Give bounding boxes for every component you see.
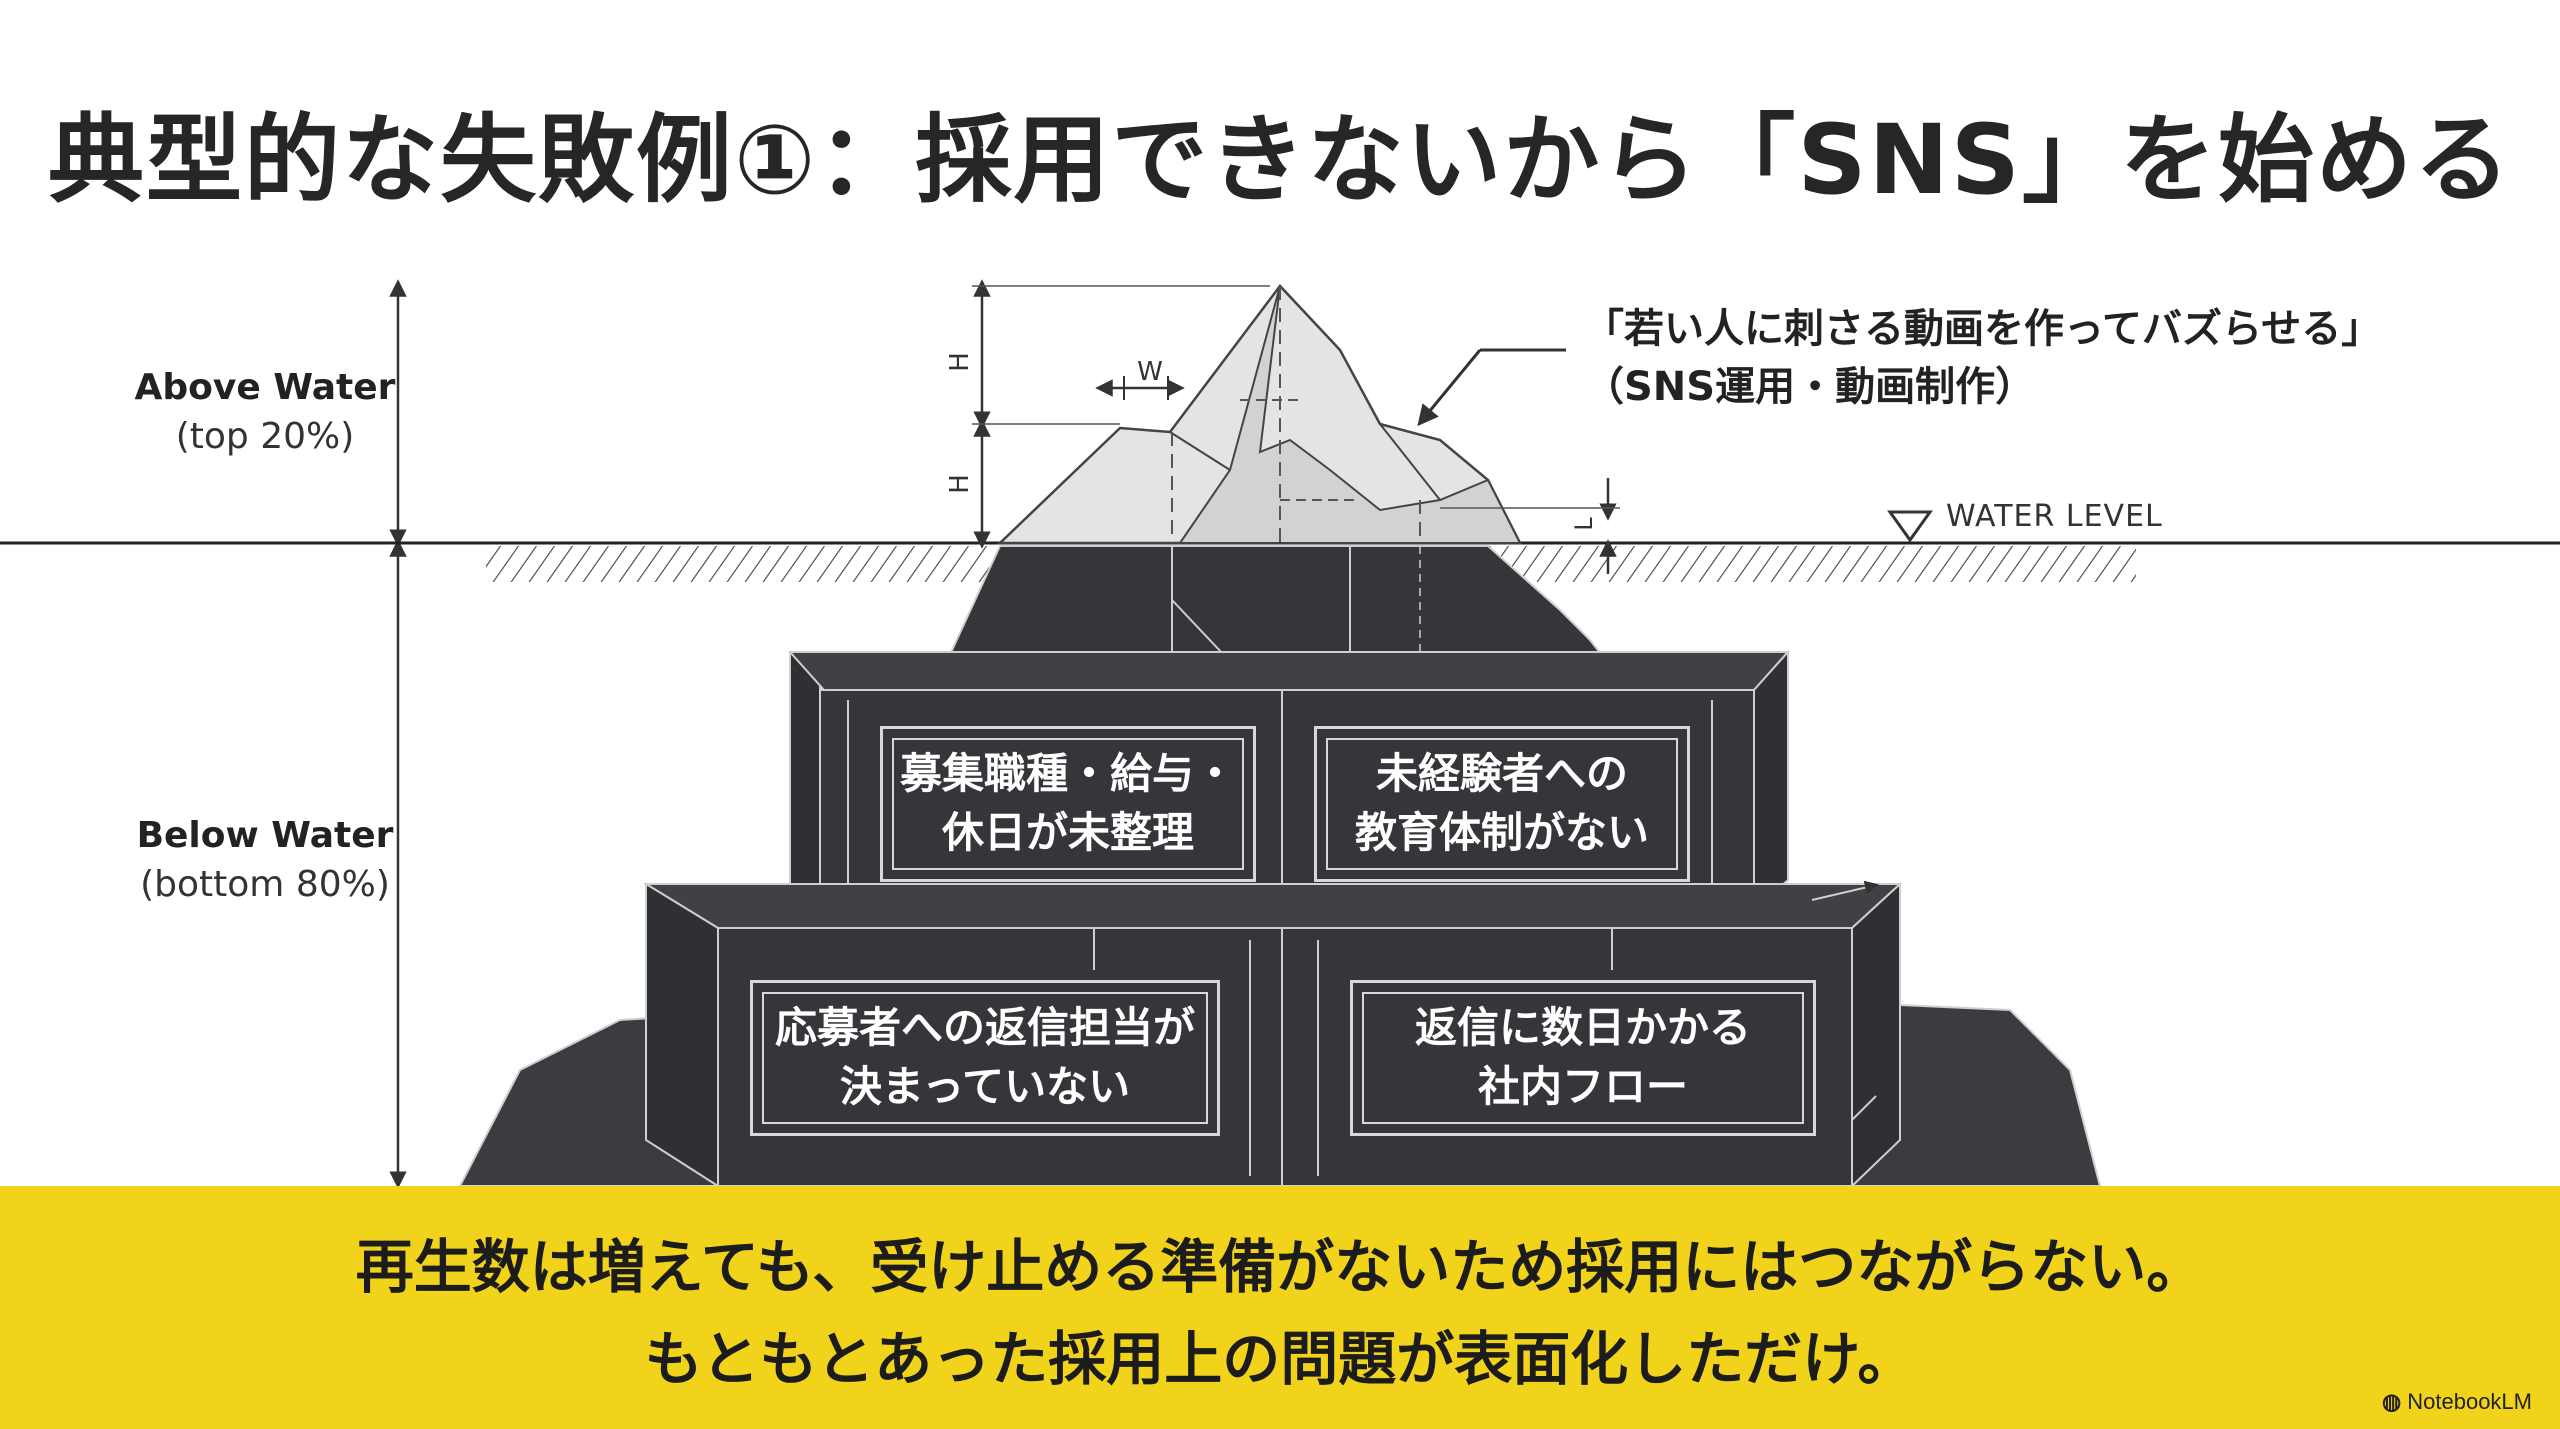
water-level-icon: [1887, 510, 1933, 543]
below-water-title: Below Water: [136, 815, 394, 856]
above-water-title: Above Water: [134, 367, 396, 408]
above-water-subtitle: (top 20%): [175, 415, 355, 457]
conclusion-line-2: もともとあった採用上の問題が表面化しただけ。: [644, 1325, 1916, 1393]
below-water-label: Below Water (bottom 80%): [130, 812, 400, 909]
block-bottom-left: 応募者への返信担当が 決まっていない: [750, 980, 1220, 1136]
block-bottom-right-line1: 返信に数日かかる: [1414, 1003, 1751, 1053]
block-top-left-line2: 休日が未整理: [941, 808, 1194, 857]
notebooklm-branding: ◍NotebookLM: [2382, 1389, 2532, 1415]
block-top-left-line1: 募集職種・給与・: [899, 749, 1236, 799]
conclusion-line-1: 再生数は増えても、受け止める準備がないため採用にはつながらない。: [355, 1233, 2205, 1301]
notebooklm-label: NotebookLM: [2407, 1389, 2532, 1414]
block-bottom-left-line1: 応募者への返信担当が: [774, 1003, 1195, 1053]
dimension-w: W: [1137, 357, 1163, 387]
dimension-h2: H: [945, 474, 975, 494]
notebooklm-icon: ◍: [2382, 1389, 2402, 1414]
above-water-label: Above Water (top 20%): [130, 364, 400, 461]
iceberg-callout: 「若い人に刺さる動画を作ってバズらせる」 （SNS運用・動画制作）: [1584, 300, 2381, 416]
page-title: 典型的な失敗例①：採用できないから「SNS」を始める: [48, 104, 2512, 216]
block-top-right: 未経験者への 教育体制がない: [1314, 726, 1690, 882]
callout-line-1: 「若い人に刺さる動画を作ってバズらせる」: [1584, 306, 2382, 352]
block-bottom-left-line2: 決まっていない: [839, 1062, 1131, 1111]
callout-line-2: （SNS運用・動画制作）: [1584, 364, 2036, 410]
water-level-label: WATER LEVEL: [1946, 499, 2163, 534]
block-top-right-line2: 教育体制がない: [1354, 808, 1649, 857]
block-top-right-line1: 未経験者への: [1375, 749, 1628, 799]
below-water-subtitle: (bottom 80%): [140, 863, 390, 905]
conclusion-banner: 再生数は増えても、受け止める準備がないため採用にはつながらない。 もともとあった…: [0, 1186, 2560, 1429]
dimension-h1: H: [945, 352, 975, 372]
block-top-left: 募集職種・給与・ 休日が未整理: [880, 726, 1256, 882]
block-bottom-right: 返信に数日かかる 社内フロー: [1350, 980, 1816, 1136]
dimension-l: L: [1570, 517, 1598, 531]
block-bottom-right-line2: 社内フロー: [1477, 1062, 1688, 1111]
